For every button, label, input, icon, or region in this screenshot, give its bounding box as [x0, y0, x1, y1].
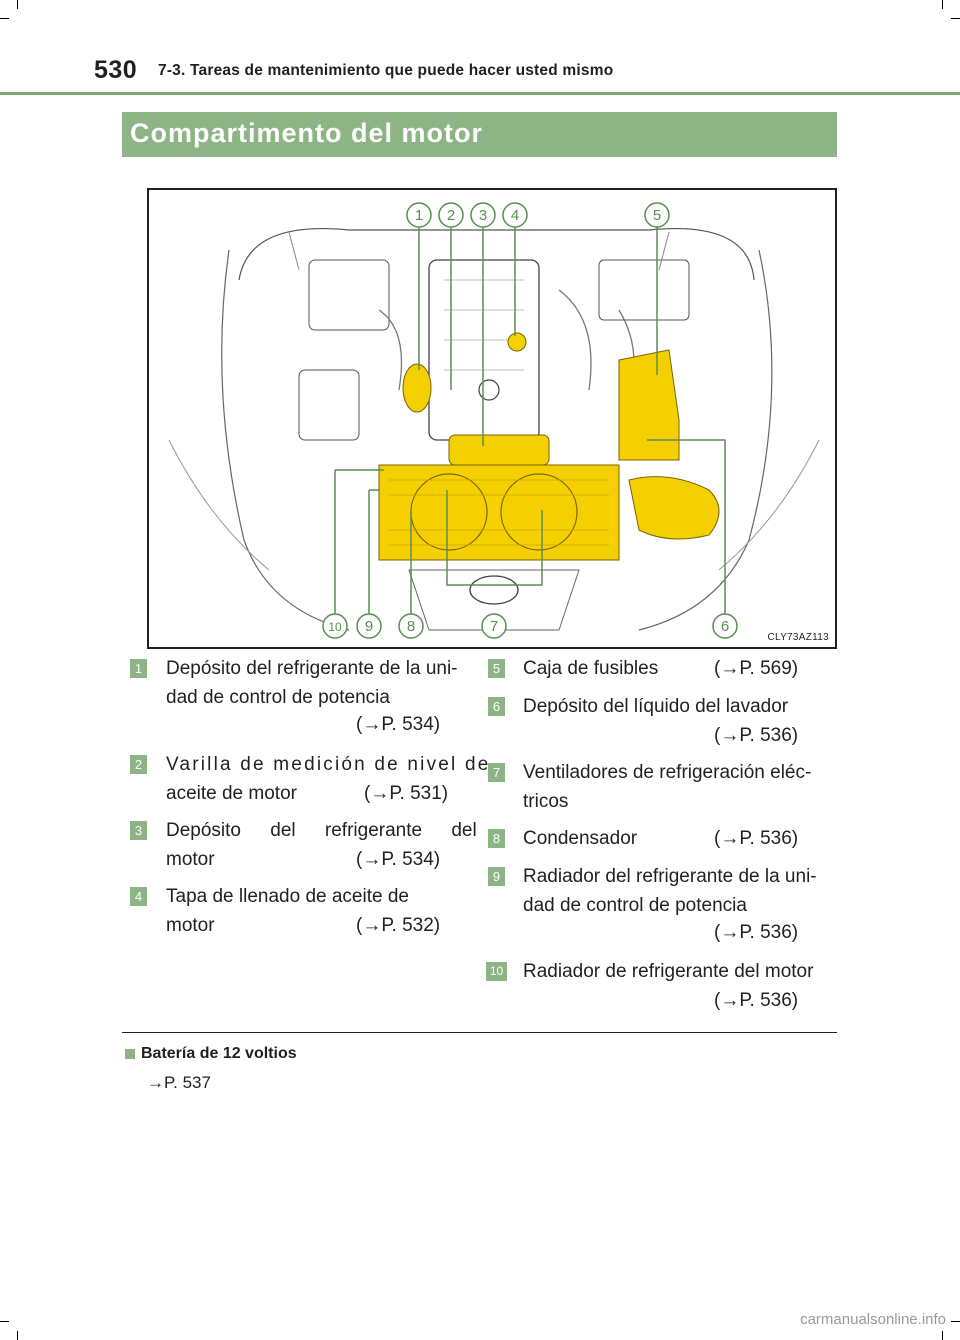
figure-code: CLY73AZ113 — [767, 632, 829, 643]
section-heading: Compartimento del motor — [122, 112, 837, 157]
item-number-badge: 2 — [130, 755, 147, 774]
item-number-badge: 10 — [486, 962, 507, 981]
list-item: 4 Tapa de llenado de aceite de motor (→P… — [130, 882, 470, 942]
page-reference: (→P. 536) — [714, 922, 799, 943]
callout-3: 3 — [479, 207, 487, 224]
item-number-badge: 8 — [488, 829, 505, 848]
list-item: 8 Condensador (→P. 536) — [488, 824, 833, 856]
item-number-badge: 1 — [130, 659, 147, 678]
list-item: 2 Varilla de medición de nivel de aceite… — [130, 750, 488, 810]
crop-mark — [0, 1321, 9, 1322]
page-reference: (→P. 534) — [356, 849, 441, 870]
item-label: motor — [166, 849, 215, 870]
callout-9: 9 — [365, 618, 373, 635]
page-reference: (→P. 536) — [714, 990, 799, 1011]
crop-mark — [17, 1331, 18, 1340]
item-number-badge: 7 — [488, 763, 505, 782]
crop-mark — [951, 18, 960, 19]
page-reference: (→P. 534) — [356, 714, 441, 735]
callout-6: 6 — [721, 618, 729, 635]
crop-mark — [951, 1321, 960, 1322]
callout-10: 10 — [328, 620, 342, 634]
item-label: Radiador del refrigerante de la uni- — [523, 866, 817, 887]
item-number-badge: 4 — [130, 887, 147, 906]
item-label: Condensador — [523, 828, 638, 849]
callout-1: 1 — [415, 207, 423, 224]
list-item: 3 Depósito del refrigerante del motor (→… — [130, 816, 477, 876]
list-item: 9 Radiador del refrigerante de la uni- d… — [488, 862, 833, 952]
item-label: dad de control de potencia — [523, 895, 747, 916]
item-number-badge: 9 — [488, 867, 505, 886]
item-label: Depósito del refrigerante de la uni- — [166, 658, 458, 679]
list-item: 10 Radiador de refrigerante del motor (→… — [486, 957, 833, 1017]
item-label: tricos — [523, 791, 569, 812]
header-divider — [0, 92, 960, 95]
page-reference: (→P. 536) — [714, 725, 799, 746]
list-item: 5 Caja de fusibles (→P. 569) — [488, 654, 833, 686]
crop-mark — [17, 0, 18, 9]
section-divider — [122, 1032, 837, 1033]
item-label: motor — [166, 915, 215, 936]
page-reference: (→P. 569) — [714, 658, 799, 679]
engine-compartment-illustration: 1 2 3 4 5 10 9 8 7 6 CLY73AZ113 — [147, 188, 837, 649]
crop-mark — [942, 0, 943, 9]
page-reference: (→P. 531) — [364, 783, 449, 804]
list-item: 1 Depósito del refrigerante de la uni- d… — [130, 654, 470, 744]
callout-7: 7 — [490, 618, 498, 635]
engine-diagram: 1 2 3 4 5 10 9 8 7 6 — [168, 202, 820, 639]
item-number-badge: 3 — [130, 821, 147, 840]
item-label: Tapa de llenado de aceite de — [166, 886, 409, 907]
list-item: 7 Ventiladores de refrigeración eléc- tr… — [488, 758, 833, 818]
callout-5: 5 — [653, 207, 661, 224]
chapter-title: 7-3. Tareas de mantenimiento que puede h… — [158, 62, 614, 79]
callout-2: 2 — [447, 207, 455, 224]
crop-mark — [0, 18, 9, 19]
callout-8: 8 — [407, 618, 415, 635]
item-label: Depósito del refrigerante del — [166, 820, 477, 841]
item-label: aceite de motor — [166, 783, 297, 804]
callout-4: 4 — [511, 207, 519, 224]
page-number: 530 — [94, 56, 138, 84]
item-label: Radiador de refrigerante del motor — [523, 961, 814, 982]
watermark: carmanualsonline.info — [800, 1311, 946, 1328]
page-reference: (→P. 532) — [356, 915, 441, 936]
note-page-reference: →P. 537 — [147, 1073, 211, 1092]
page-reference: (→P. 536) — [714, 828, 799, 849]
item-number-badge: 6 — [488, 697, 505, 716]
crop-mark — [942, 1331, 943, 1340]
item-label: dad de control de potencia — [166, 687, 390, 708]
item-label: Ventiladores de refrigeración eléc- — [523, 762, 812, 783]
item-number-badge: 5 — [488, 659, 505, 678]
square-bullet-icon — [125, 1049, 135, 1059]
item-label: Depósito del líquido del lavador — [523, 696, 789, 717]
item-label: Varilla de medición de nivel de — [166, 754, 491, 775]
list-item: 6 Depósito del líquido del lavador (→P. … — [488, 692, 833, 752]
note-heading: Batería de 12 voltios — [141, 1045, 297, 1062]
item-label: Caja de fusibles — [523, 658, 659, 679]
